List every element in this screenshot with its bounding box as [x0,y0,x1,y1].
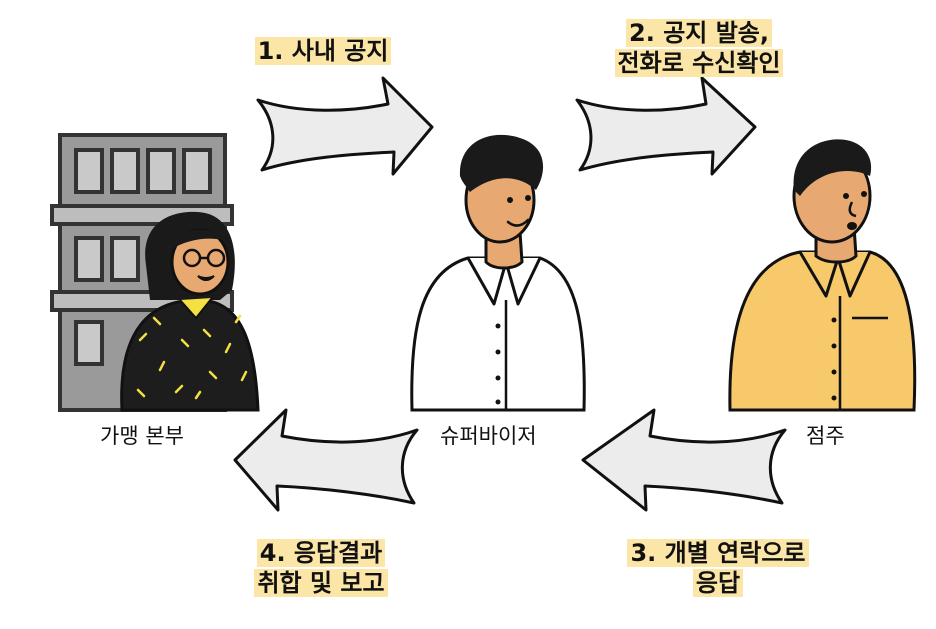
hq-caption: 가맹 본부 [100,424,184,448]
step-2-line1: 2. 공지 발송, [626,19,772,47]
owner-caption: 점주 [806,424,845,448]
step-2-label: 2. 공지 발송, 전화로 수신확인 [582,18,816,78]
step-3-line2: 응답 [692,569,744,597]
hq-person-icon [120,211,260,412]
step-3-label: 3. 개별 연락으로 응답 [598,538,838,598]
step-4-label: 4. 응답결과 취합 및 보고 [224,538,418,598]
arrow-step-1 [256,76,434,176]
arrow-step-3 [581,408,787,512]
arrow-step-4 [233,408,419,512]
supervisor-caption: 슈퍼바이저 [440,424,537,448]
owner-person-icon [728,139,917,412]
step-3-line1: 3. 개별 연락으로 [627,539,809,567]
supervisor-person-icon [410,134,586,412]
step-4-line1: 4. 응답결과 [256,539,386,567]
step-2-line2: 전화로 수신확인 [614,49,784,77]
step-1-label: 1. 사내 공지 [234,36,412,66]
step-1-line1: 1. 사내 공지 [254,37,392,65]
arrow-step-2 [575,76,757,176]
step-4-line2: 취합 및 보고 [254,569,388,597]
